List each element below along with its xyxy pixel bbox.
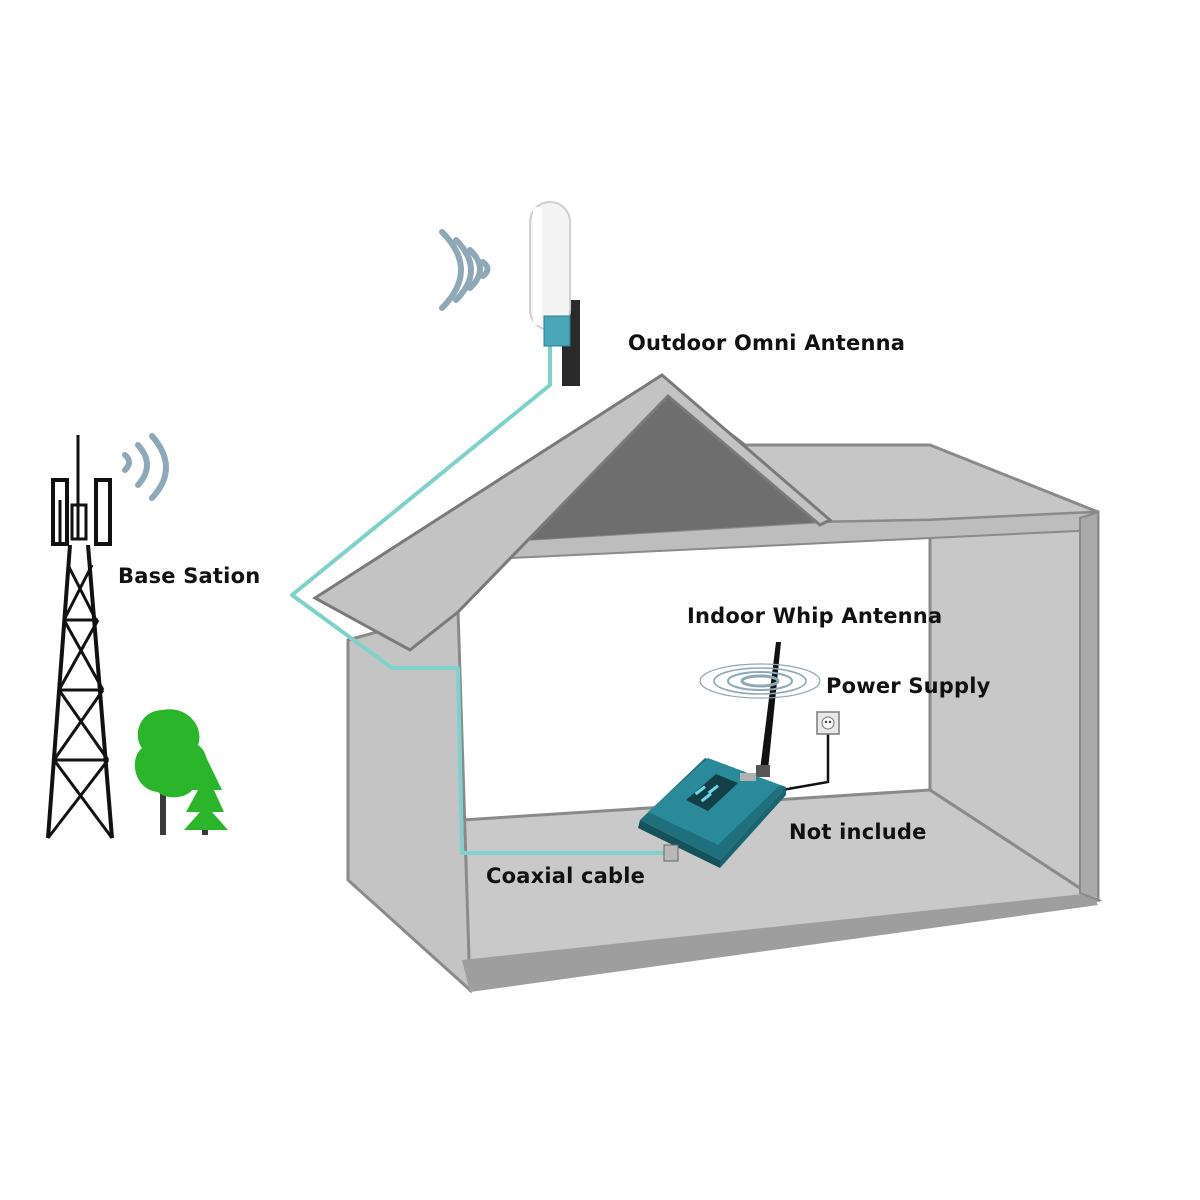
indoor-signal-icon [699,663,821,699]
house-front-bottom [462,893,1098,992]
outdoor-antenna-label: Outdoor Omni Antenna [628,331,906,355]
house [312,373,1103,994]
tower-signal-icon [122,433,169,501]
power-outlet-icon [816,711,840,735]
outdoor-signal-icon [439,229,491,311]
house-gable [528,393,820,540]
tree-icon [134,709,228,835]
house-roof [312,373,833,652]
coaxial-cable-label: Coaxial cable [486,864,646,888]
power-supply-label: Power Supply [826,674,991,698]
not-include-label: Not include [789,820,927,844]
indoor-antenna-label: Indoor Whip Antenna [687,604,943,628]
signal-booster-icon [638,758,786,868]
base-station-label: Base Sation [118,564,261,588]
whip-antenna-icon [756,642,781,777]
cell-tower-icon [46,435,114,839]
coaxial-cable [290,345,668,855]
omni-antenna-icon [529,201,580,386]
power-cable [781,733,830,792]
house-right-pillar [1079,510,1099,902]
